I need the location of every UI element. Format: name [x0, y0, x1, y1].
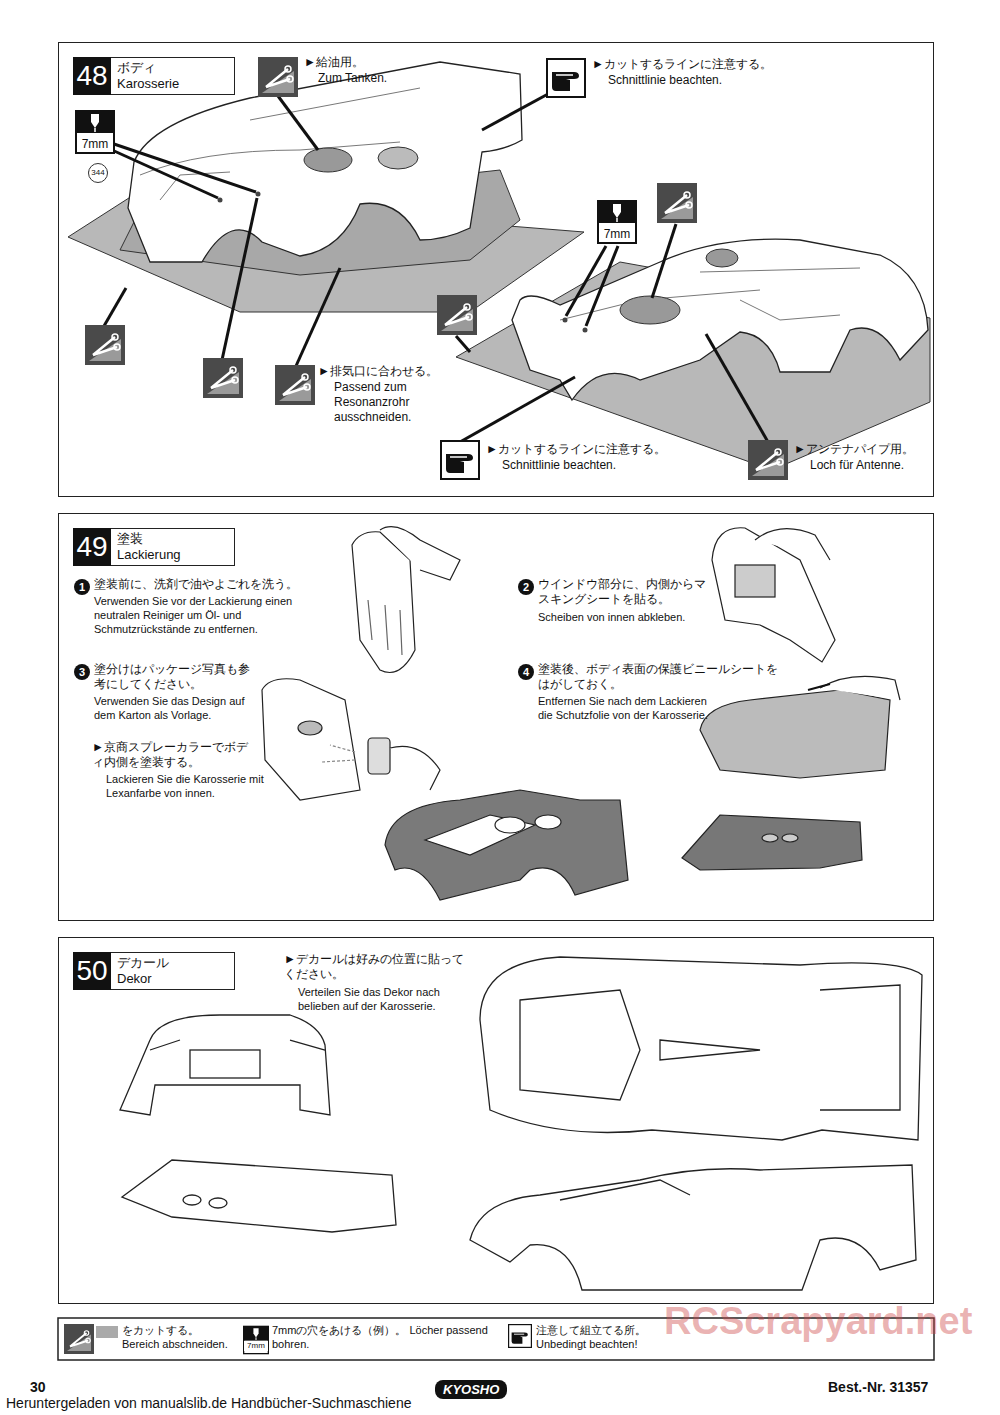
callout-text: Scheiben von innen abkleben.	[538, 610, 738, 624]
callout-number: 2	[518, 579, 534, 595]
callout-text: ►排気口に合わせる。	[318, 364, 518, 379]
step-number: 48	[73, 57, 111, 95]
step-panel: 48ボディKarosserie	[58, 42, 934, 497]
step-panel: 50デカールDekor	[58, 937, 934, 1304]
callout-text: Best.-Nr. 31357	[828, 1380, 928, 1395]
callout-text: Schnittlinie beachten.	[608, 73, 908, 88]
callout-number: 4	[518, 664, 534, 680]
callout-text: KYOSHO	[435, 1380, 507, 1399]
step-title: 塗装Lackierung	[111, 528, 235, 566]
callout-text: ►アンテナパイプ用。	[794, 442, 954, 457]
callout-text: Passend zum Resonanzrohr ausschneiden.	[334, 380, 484, 425]
step-title: デカールDekor	[111, 952, 235, 990]
step-title: ボディKarosserie	[111, 57, 235, 95]
callout-text: Heruntergeladen von manualslib.de Handbü…	[6, 1394, 526, 1412]
title-line: ボディ	[117, 60, 228, 76]
callout-text: ウインドウ部分に、内側からマスキングシートを貼る。	[538, 577, 708, 607]
callout-text: Verwenden Sie das Design auf dem Karton …	[94, 694, 259, 722]
callout-text: Verwenden Sie vor der Lackierung einen n…	[94, 594, 334, 636]
callout-text: 7mm	[244, 1341, 268, 1351]
title-line: Lackierung	[117, 547, 228, 563]
callout-text: 塗装前に、洗剤で油やよごれを洗う。	[94, 577, 344, 592]
callout-text: Lackieren Sie die Karosserie mit Lexanfa…	[106, 772, 266, 800]
title-line: Karosserie	[117, 76, 228, 92]
callout-text: Loch für Antenne.	[810, 458, 950, 473]
step-number: 50	[73, 952, 111, 990]
callout-number: 3	[74, 664, 90, 680]
callout-text: 344	[88, 163, 108, 183]
title-line: デカール	[117, 955, 228, 971]
callout-text: 7mm	[77, 137, 113, 152]
step-number: 49	[73, 528, 111, 566]
callout-number: 1	[74, 579, 90, 595]
callout-text: ►京商スプレーカラーでボディ内側を塗装する。	[92, 740, 252, 770]
callout-text: Verteilen Sie das Dekor nach belieben au…	[298, 985, 448, 1013]
legend-text: をカットする。 Bereich abschneiden.	[122, 1323, 234, 1351]
legend-text: 7mmの穴をあける（例）。 Löcher passend bohren.	[272, 1323, 492, 1351]
legend-text: 注意して組立てる所。 Unbedingt beachten!	[536, 1323, 676, 1351]
title-line: 塗装	[117, 531, 228, 547]
callout-text: Schnittlinie beachten.	[502, 458, 702, 473]
callout-text: 塗分けはパッケージ写真も参考にしてください。	[94, 662, 254, 692]
callout-text: ►給油用。	[304, 55, 534, 70]
callout-text: 7mm	[599, 227, 635, 242]
callout-text: Entfernen Sie nach dem Lackieren die Sch…	[538, 694, 713, 722]
callout-text: ►デカールは好みの位置に貼ってください。	[284, 952, 464, 982]
title-line: Dekor	[117, 971, 228, 987]
callout-text: ►カットするラインに注意する。	[486, 442, 746, 457]
callout-text: ►カットするラインに注意する。	[592, 57, 922, 72]
watermark: RCScrapyard.net	[664, 1300, 972, 1342]
callout-text: 塗装後、ボディ表面の保護ビニールシートをはがしておく。	[538, 662, 778, 692]
callout-text: Zum Tanken.	[318, 71, 518, 86]
callout-text: 30	[30, 1380, 46, 1395]
